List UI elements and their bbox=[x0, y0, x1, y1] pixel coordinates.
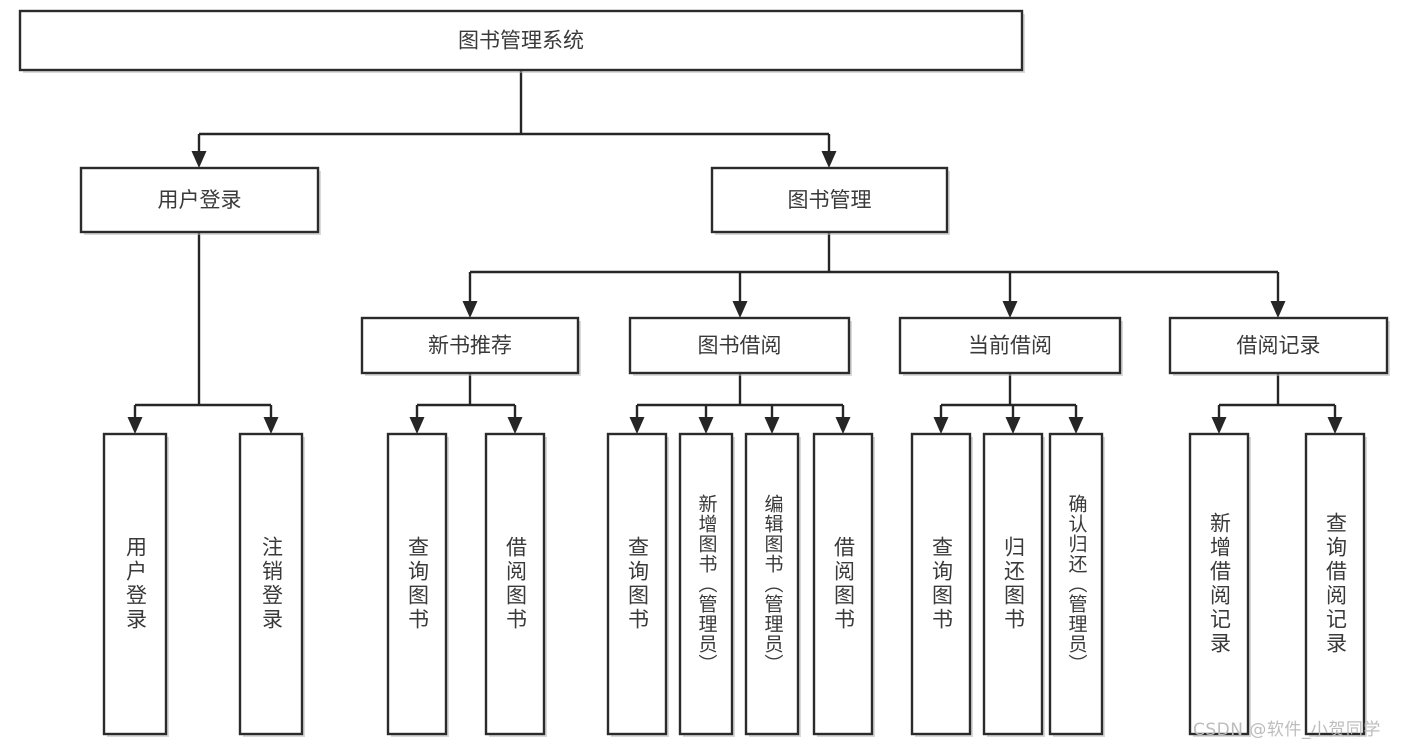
label-current-borrow: 当前借阅 bbox=[968, 334, 1052, 358]
arrow-to-book-borrow-head bbox=[732, 301, 748, 318]
leaf-box-leaf-confirm-return-admin[interactable] bbox=[1048, 432, 1104, 736]
leaf-box-leaf-borrow-book-2[interactable] bbox=[812, 432, 874, 736]
leaf-box-leaf-add-book-admin[interactable] bbox=[678, 432, 734, 736]
label-leaf-query-book-2: 查询图书 bbox=[625, 536, 650, 632]
label-leaf-query-book-1: 查询图书 bbox=[405, 536, 430, 632]
leaf-box-leaf-borrow-book-1[interactable] bbox=[484, 432, 546, 736]
arrow-to-borrow-record-head bbox=[1270, 301, 1286, 318]
arrow-to-current-borrow-head bbox=[1002, 301, 1018, 318]
leaf-box-leaf-edit-book-admin[interactable] bbox=[744, 432, 800, 736]
leaf-box-leaf-add-borrow-record[interactable] bbox=[1188, 432, 1250, 736]
arrow-to-leaf-query-book-1-head bbox=[409, 417, 425, 434]
leaf-box-leaf-return-book[interactable] bbox=[982, 432, 1044, 736]
leaf-box-leaf-user-login[interactable] bbox=[102, 432, 168, 736]
label-leaf-add-book-admin: 新增图书（管理员） bbox=[695, 494, 718, 674]
arrow-to-leaf-return-book-head bbox=[1005, 417, 1021, 434]
arrow-to-leaf-confirm-return-admin-head bbox=[1068, 417, 1084, 434]
arrow-to-leaf-borrow-book-2-head bbox=[835, 417, 851, 434]
label-leaf-edit-book-admin: 编辑图书（管理员） bbox=[761, 494, 784, 674]
node-box-current-borrow[interactable] bbox=[898, 316, 1122, 375]
csdn-watermark: CSDN @软件_小贺同学 bbox=[1193, 720, 1381, 740]
label-system-title: 图书管理系统 bbox=[458, 29, 584, 53]
label-borrow-record: 借阅记录 bbox=[1237, 334, 1321, 358]
arrow-to-book-management-head bbox=[821, 151, 837, 168]
label-leaf-query-borrow-record: 查询借阅记录 bbox=[1323, 512, 1348, 656]
node-box-user-login[interactable] bbox=[79, 166, 320, 234]
leaf-box-leaf-query-book-1[interactable] bbox=[386, 432, 448, 736]
boxes-layer bbox=[18, 9, 1390, 737]
arrow-to-leaf-query-book-2-head bbox=[629, 417, 645, 434]
leaf-box-leaf-query-book-3[interactable] bbox=[910, 432, 972, 736]
arrow-to-leaf-edit-book-admin-head bbox=[764, 417, 780, 434]
arrow-to-leaf-add-book-admin-head bbox=[698, 417, 714, 434]
arrow-to-new-book-recommend-head bbox=[462, 301, 478, 318]
arrow-to-leaf-logout-head bbox=[263, 417, 279, 434]
leaf-box-leaf-query-borrow-record[interactable] bbox=[1304, 432, 1366, 736]
node-box-book-borrow[interactable] bbox=[628, 316, 851, 375]
label-leaf-borrow-book-2: 借阅图书 bbox=[831, 536, 856, 632]
label-leaf-query-book-3: 查询图书 bbox=[929, 536, 954, 632]
node-box-book-management[interactable] bbox=[710, 166, 949, 234]
connectors-layer bbox=[127, 70, 1343, 434]
label-user-login: 用户登录 bbox=[158, 188, 242, 212]
label-leaf-logout: 注销登录 bbox=[259, 536, 284, 632]
label-leaf-return-book: 归还图书 bbox=[1001, 536, 1026, 632]
label-leaf-borrow-book-1: 借阅图书 bbox=[503, 536, 528, 632]
node-box-new-book-recommend[interactable] bbox=[360, 316, 580, 375]
label-book-borrow: 图书借阅 bbox=[698, 334, 782, 358]
node-box-undefined[interactable] bbox=[18, 9, 1024, 72]
arrow-to-leaf-borrow-book-1-head bbox=[507, 417, 523, 434]
arrow-to-leaf-user-login-head bbox=[127, 417, 143, 434]
arrow-to-user-login-head bbox=[191, 151, 207, 168]
node-box-borrow-record[interactable] bbox=[1168, 316, 1389, 375]
arrow-to-leaf-add-borrow-record-head bbox=[1211, 417, 1227, 434]
leaf-box-leaf-query-book-2[interactable] bbox=[606, 432, 668, 736]
leaf-box-leaf-logout[interactable] bbox=[238, 432, 304, 736]
label-book-management: 图书管理 bbox=[788, 188, 872, 212]
arrow-to-leaf-query-borrow-record-head bbox=[1327, 417, 1343, 434]
label-leaf-add-borrow-record: 新增借阅记录 bbox=[1207, 512, 1232, 656]
label-new-book-recommend: 新书推荐 bbox=[428, 334, 512, 358]
label-leaf-confirm-return-admin: 确认归还（管理员） bbox=[1065, 494, 1088, 674]
arrow-to-leaf-query-book-3-head bbox=[933, 417, 949, 434]
label-leaf-user-login: 用户登录 bbox=[123, 536, 148, 632]
